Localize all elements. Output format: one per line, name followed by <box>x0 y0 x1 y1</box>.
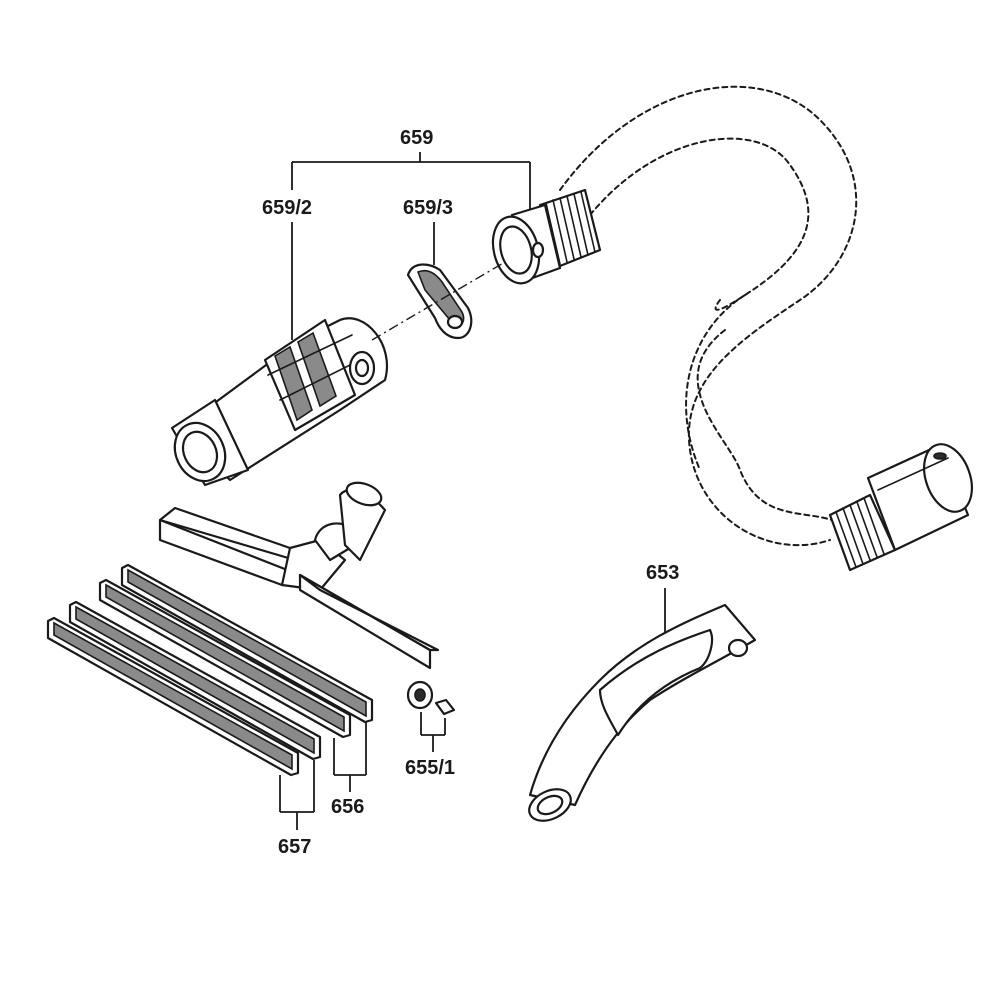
adapter-sleeve-659-2 <box>170 317 388 487</box>
floor-nozzle <box>158 481 440 670</box>
label-659: 659 <box>400 127 434 149</box>
label-659-3: 659/3 <box>403 197 454 219</box>
leader-lines <box>279 152 666 830</box>
label-657: 657 <box>278 836 312 858</box>
curved-handle-653 <box>528 603 757 822</box>
strip-656-lower <box>98 578 352 739</box>
assembly-axis <box>371 261 506 341</box>
clip-659-3 <box>406 263 473 340</box>
hose-cuff-upper <box>491 188 602 285</box>
label-659-2: 659/2 <box>262 197 313 219</box>
strip-657-lower <box>46 616 300 777</box>
strip-656-upper <box>120 563 374 724</box>
label-655-1: 655/1 <box>405 757 456 779</box>
strip-657-upper <box>68 600 322 761</box>
hose <box>559 85 858 547</box>
hose-cuff-lower <box>828 443 973 572</box>
cap-and-pin-655-1 <box>406 680 456 716</box>
label-653: 653 <box>646 562 680 584</box>
label-656: 656 <box>331 796 365 818</box>
